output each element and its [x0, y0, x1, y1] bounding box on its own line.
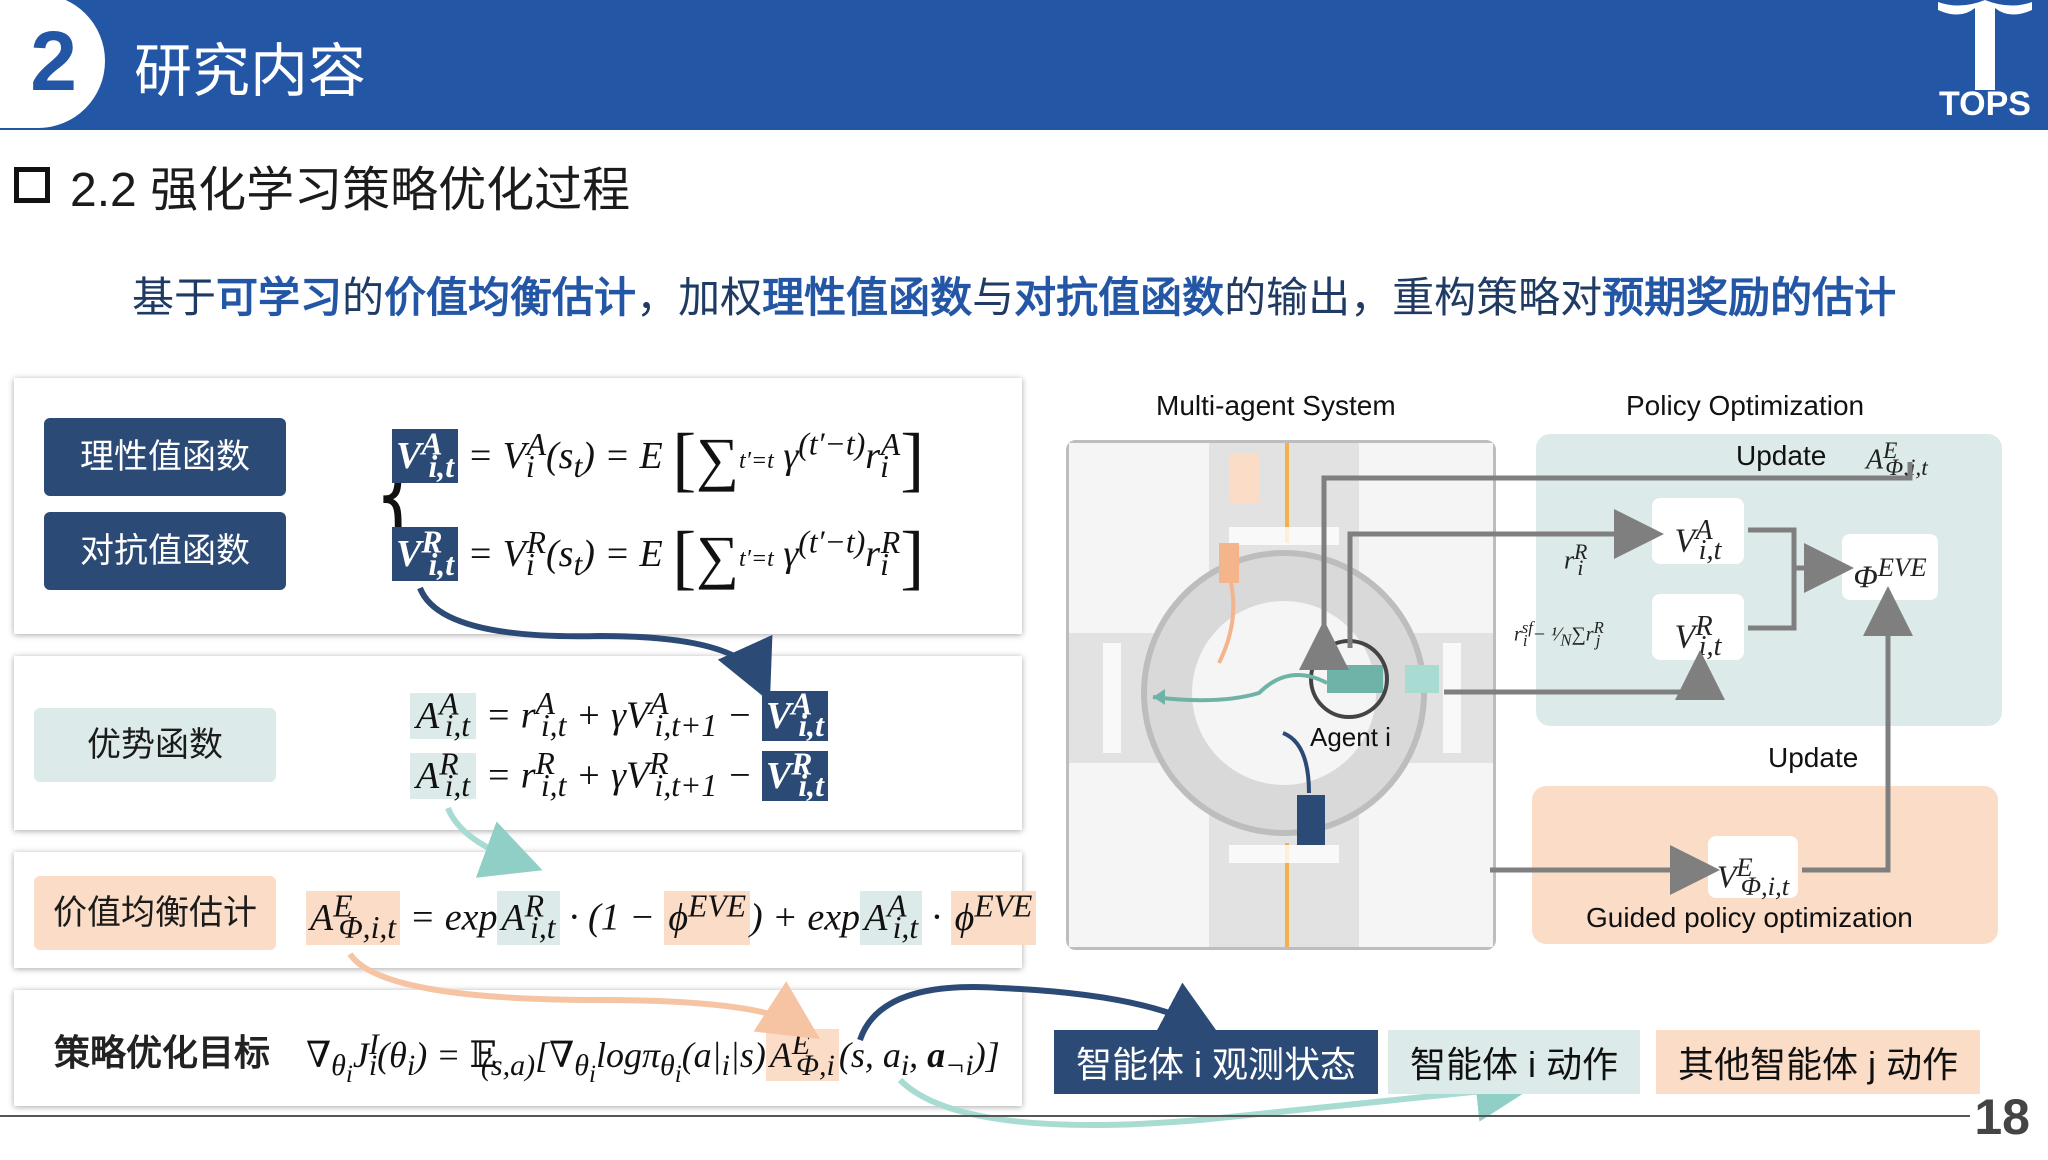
header-bar: [0, 0, 2048, 130]
headline-bold: 价值均衡估计: [384, 274, 637, 321]
adversarial-value-equation: VRi,t = ViR(st) = E [∑t′=t γ(t′−t)riR]: [392, 516, 924, 599]
legend-observe: 智能体 i 观测状态: [1054, 1030, 1379, 1094]
arrow-equilibrium-to-objective: [347, 952, 821, 1040]
arrow-objective-to-action: [897, 1062, 1536, 1128]
headline-bold: 理性值函数: [762, 274, 973, 321]
guided-label: Guided policy optimization: [1586, 902, 1913, 933]
equilibrium-label: 价值均衡估计: [34, 876, 276, 950]
update-top-label: Update: [1736, 440, 1827, 471]
adversarial-v-node: VRi,t: [1652, 594, 1744, 662]
headline-bold: 预期奖励的估计: [1602, 274, 1897, 321]
page-number: 18: [1974, 1089, 2030, 1145]
header-title: 研究内容: [134, 39, 367, 104]
headline-text: 的: [342, 274, 385, 321]
headline-text: 的输出，重构策略对: [1224, 274, 1603, 321]
tops-logo: TOPS: [1930, 0, 2040, 130]
reward-sum-label: rsfi − ¹⁄N∑rRj: [1514, 618, 1604, 650]
reward-r-label: rRi: [1564, 540, 1588, 580]
intersection-map: [1066, 440, 1496, 950]
guided-v-node: VEΦ,i,t: [1708, 836, 1798, 901]
rational-value-equation: VAi,t = ViA(st) = E [∑t′=t γ(t′−t)riA]: [392, 418, 924, 501]
objective-label: 策略优化目标: [54, 1032, 271, 1073]
arrow-update-top: [1299, 462, 1913, 670]
headline-text: 基于: [132, 274, 217, 321]
agent-label: Agent i: [1310, 722, 1391, 752]
rational-v-node: VAi,t: [1652, 498, 1744, 566]
logo-text: TOPS: [1939, 85, 2031, 123]
arrow-agent-to-vr: [1444, 650, 1725, 700]
headline-bold: 对抗值函数: [1014, 274, 1225, 321]
arrow-agent-to-va: [1347, 509, 1664, 648]
section-number: 2: [30, 14, 77, 108]
section-title-text: 2.2 强化学习策略优化过程: [70, 164, 631, 217]
headline-bold: 可学习: [216, 274, 343, 321]
headline: 基于可学习的价值均衡估计，加权理性值函数与对抗值函数的输出，重构策略对预期奖励的…: [132, 264, 1896, 325]
section-title: 2.2 强化学习策略优化过程: [14, 150, 630, 220]
advantage-r-equation: ARi,t = rRi,t + γVRi,t+1 − VRi,t: [410, 746, 828, 804]
advantage-a-equation: AAi,t = rAi,t + γVAi,t+1 − VAi,t: [410, 686, 828, 744]
arrow-v-merge: [1748, 527, 1797, 631]
update-mid-label: Update: [1768, 742, 1859, 773]
adversarial-value-label: 对抗值函数: [44, 512, 286, 590]
advantage-label: 优势函数: [34, 708, 276, 782]
section-number-badge: 2: [0, 0, 105, 128]
legend-action: 智能体 i 动作: [1388, 1030, 1641, 1094]
objective-panel: [14, 990, 1022, 1106]
multi-agent-title: Multi-agent System: [1156, 390, 1396, 421]
headline-text: 与: [972, 274, 1015, 321]
headline-text: ，加权: [636, 274, 763, 321]
policy-optimization-title: Policy Optimization: [1626, 390, 1865, 421]
arrow-advantage-to-equilibrium: [445, 806, 543, 878]
legend-others: 其他智能体 j 动作: [1656, 1030, 1981, 1094]
logo-mark-icon: [1938, 0, 2032, 90]
arrow-objective-to-observe: [857, 982, 1222, 1042]
arrow-value-to-advantage: [417, 586, 773, 702]
intersection-drawing: [1069, 443, 1493, 947]
square-bullet-icon: [14, 167, 50, 203]
arrow-guided-to-phi: [1802, 586, 1913, 873]
rational-value-label: 理性值函数: [44, 418, 286, 496]
